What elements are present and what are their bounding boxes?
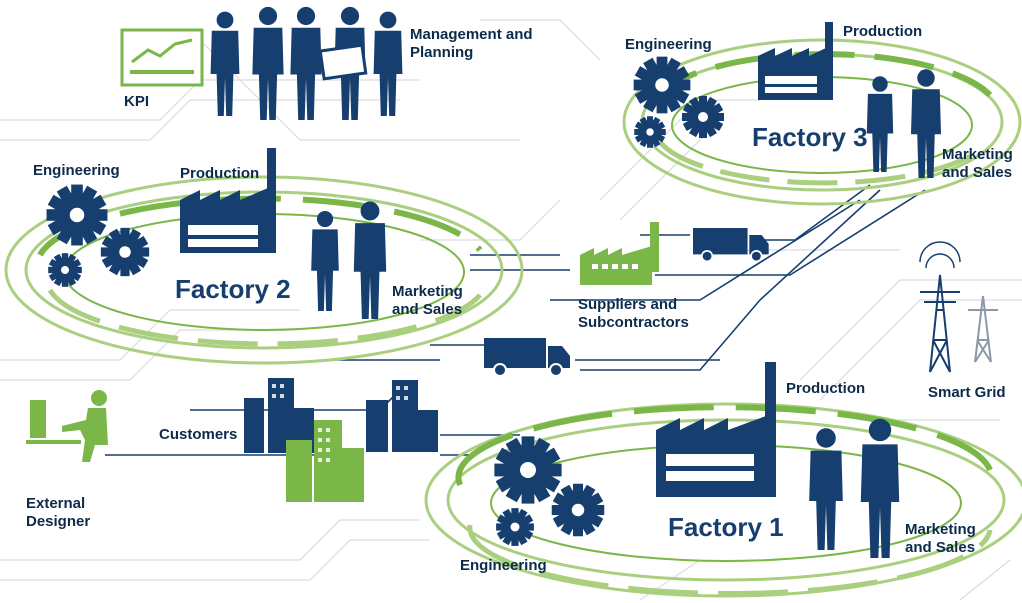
customer-buildings-icon [244,378,438,502]
factory-1-production-icon [656,362,776,497]
factory-2-engineering-label: Engineering [33,162,120,179]
truck-icon [692,227,770,263]
designer-icon [26,390,108,462]
factory-1-marketing-people [809,418,900,558]
supplier-factory-icon [580,222,659,285]
factory-1-marketing-line2: and Sales [905,539,976,556]
factory-2-marketing-line2: and Sales [392,301,463,318]
factory-3-marketing-label: Marketing and Sales [942,146,1013,182]
factory-3-production-label: Production [843,23,923,40]
suppliers-line1: Suppliers and [578,296,678,313]
factory-1-marketing-label: Marketing and Sales [905,521,976,557]
factory-2-gears [46,184,150,287]
truck-icon [483,337,571,377]
factory-3-ellipse [622,38,1022,206]
kpi-chart-icon [120,28,204,87]
power-pylon-icon [968,295,998,363]
factory-1-production-label: Production [786,380,866,397]
factory-2-marketing-label: Marketing and Sales [392,283,463,319]
smart-grid-label: Smart Grid [928,384,1006,401]
factory-1-title: Factory 1 [668,512,784,542]
factory-1-engineering-label: Engineering [460,557,547,574]
management-people-icons [210,6,403,121]
factory-1-gears [494,436,605,546]
factory-1-marketing-line1: Marketing [905,521,976,538]
factory-3-production-icon [758,22,833,100]
external-designer-line2: Designer [26,513,91,530]
customers-label: Customers [159,426,238,443]
factory-3-title: Factory 3 [752,122,868,152]
factory-3-engineering-label: Engineering [625,36,712,53]
factory-2-production-label: Production [180,165,260,182]
factory-3-marketing-line1: Marketing [942,146,1013,163]
external-designer-line1: External [26,495,86,512]
management-planning-label: Management and Planning [410,26,533,62]
management-label-line2: Planning [410,44,474,61]
power-pylon-icon [919,241,961,373]
management-label-line1: Management and [410,26,533,43]
suppliers-line2: Subcontractors [578,314,689,331]
factory-2-title: Factory 2 [175,274,291,304]
factory-2-production-icon [180,148,276,253]
factory-3-marketing-line2: and Sales [942,164,1013,181]
factory-2-marketing-line1: Marketing [392,283,463,300]
external-designer-label: External Designer [26,495,90,531]
factory-3-gears [633,56,724,148]
kpi-label: KPI [124,93,150,110]
suppliers-label: Suppliers and Subcontractors [578,296,689,332]
